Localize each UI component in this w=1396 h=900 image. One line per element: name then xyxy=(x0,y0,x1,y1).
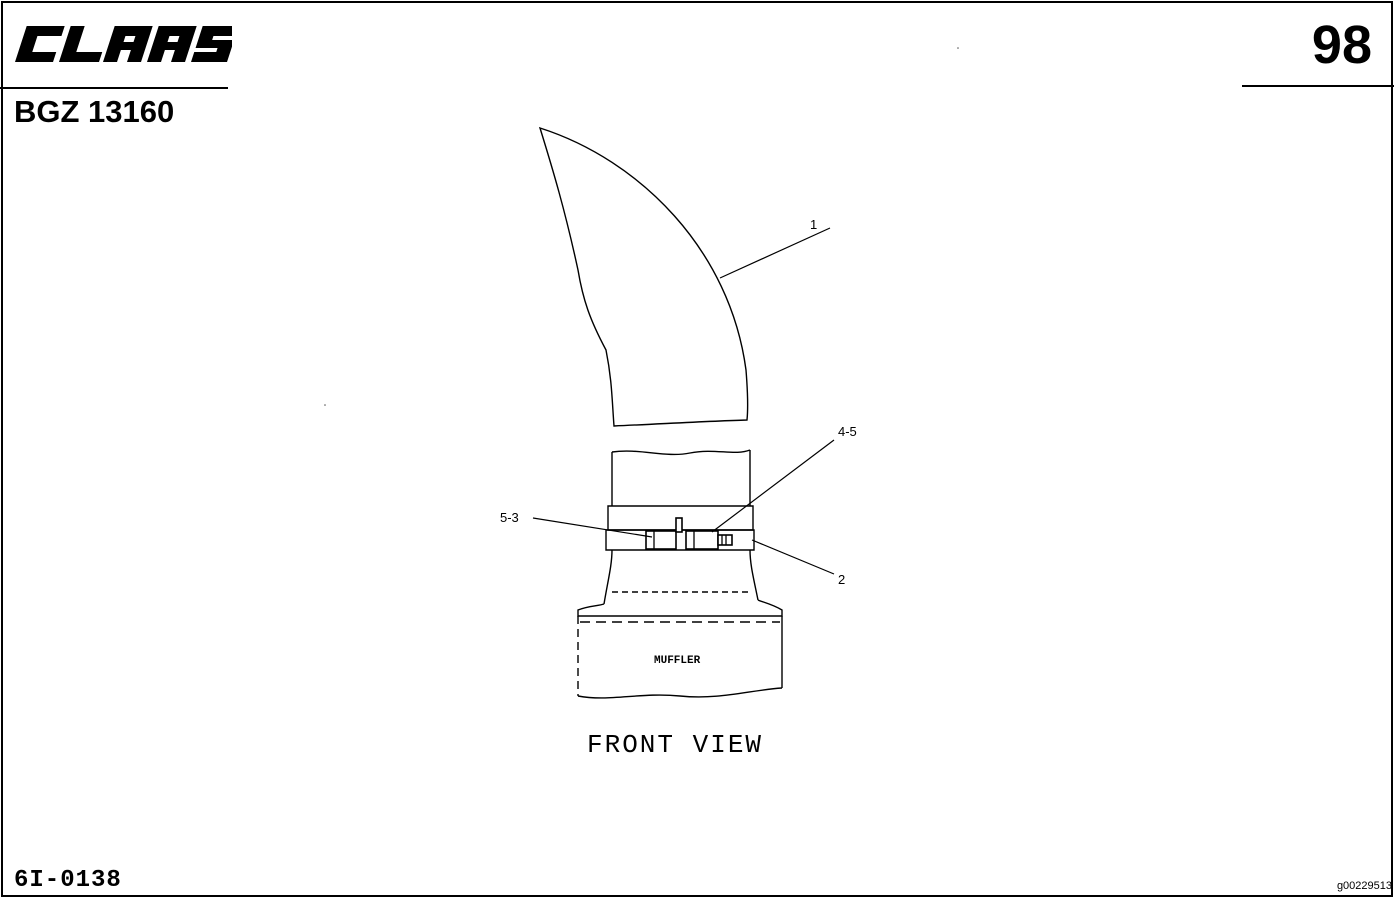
pipe-break-line xyxy=(611,449,751,456)
clamp-nut-left xyxy=(645,530,677,550)
muffler-bottom-break xyxy=(577,687,783,699)
page-number: 98 xyxy=(1311,15,1372,75)
clamp-bolt-stub xyxy=(675,517,683,533)
header-rule-left xyxy=(0,87,228,89)
pipe-lower-left xyxy=(603,549,613,605)
exhaust-elbow xyxy=(538,126,749,427)
muffler-neck xyxy=(577,599,783,617)
pipe-lower-right xyxy=(749,549,759,601)
muffler-label: MUFFLER xyxy=(654,655,701,667)
callout-4-5: 4-5 xyxy=(838,424,857,439)
clamp-bolt-end xyxy=(717,534,733,546)
callout-5-3: 5-3 xyxy=(500,510,519,525)
figure-code: 6I-0138 xyxy=(14,867,122,894)
callout-2: 2 xyxy=(838,572,845,587)
leader-1 xyxy=(719,227,831,279)
leader-4-5 xyxy=(711,439,835,533)
callout-1: 1 xyxy=(810,217,817,232)
claas-logo xyxy=(15,26,232,62)
reference-code: g00229513 xyxy=(1336,880,1392,892)
leader-2 xyxy=(751,539,835,575)
view-label: FRONT VIEW xyxy=(587,730,763,760)
document-id: BGZ 13160 xyxy=(14,94,175,129)
clamp-band xyxy=(605,529,755,551)
leader-5-3 xyxy=(532,517,653,538)
header-rule-right xyxy=(1242,85,1394,87)
clamp-nut-right xyxy=(685,530,719,550)
